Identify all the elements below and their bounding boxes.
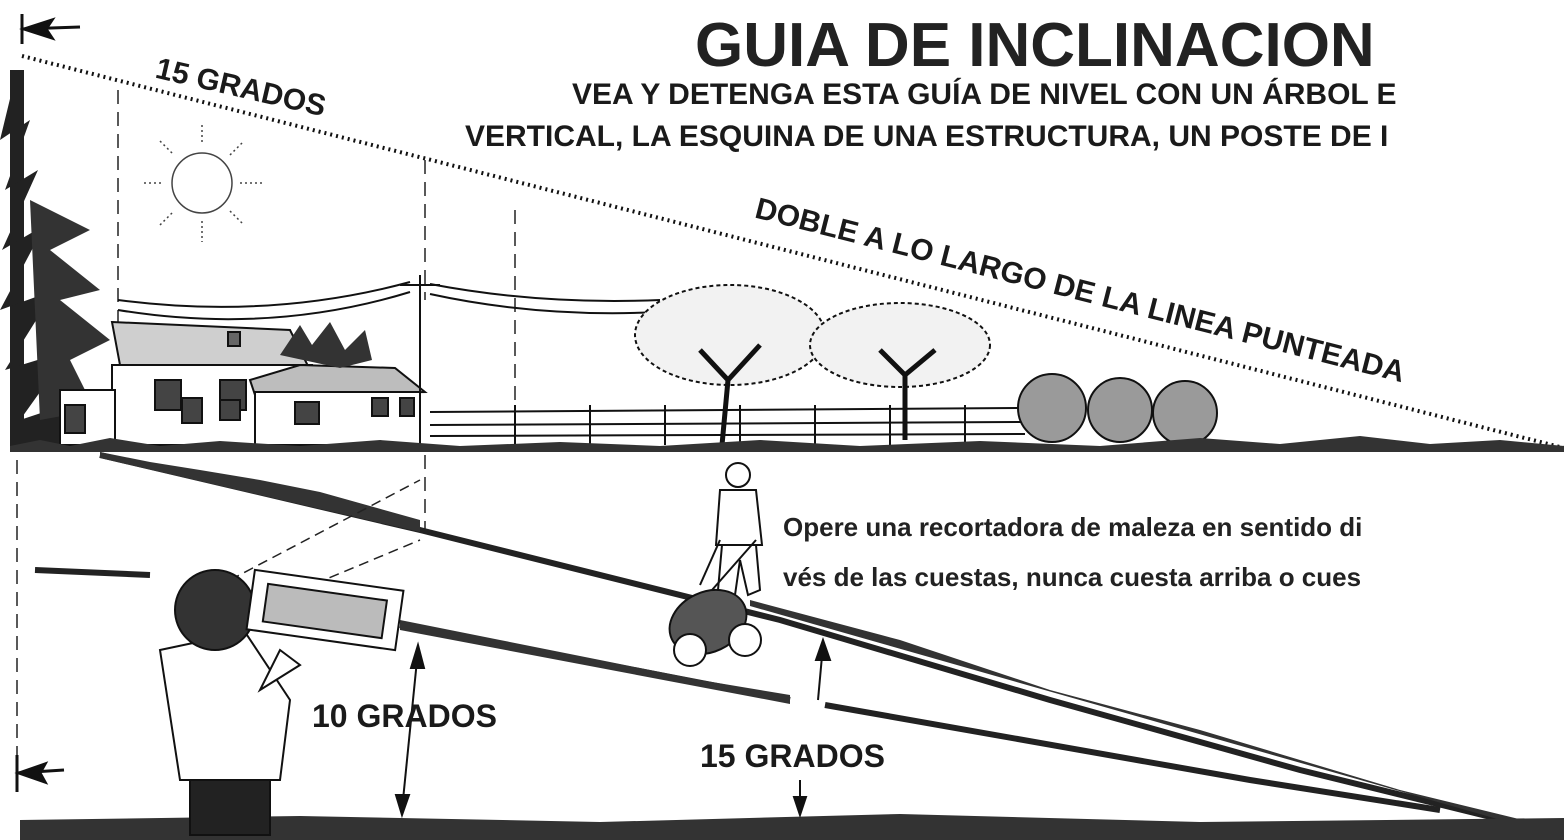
slope-10-label: 10 GRADOS [312, 698, 497, 734]
person-with-guide [158, 568, 405, 836]
slope-15-label: 15 GRADOS [700, 738, 885, 774]
operate-instruction-line-1: Opere una recortadora de maleza en senti… [783, 512, 1363, 542]
degree-arrows [394, 636, 832, 819]
sun-icon [144, 125, 262, 242]
slope-grass [20, 452, 1564, 840]
operate-instruction-line-2: vés de las cuestas, nunca cuesta arriba … [783, 562, 1362, 592]
top-left-arrow [19, 14, 81, 44]
background-trees [280, 322, 372, 368]
bottom-left-arrow [14, 755, 65, 792]
utility-pole [117, 275, 661, 445]
vertical-guides [16, 90, 516, 760]
house [59, 320, 428, 446]
horizon-grass [10, 436, 1564, 452]
subtitle-line-1: VEA Y DETENGA ESTA GUÍA DE NIVEL CON UN … [572, 78, 1397, 111]
orchard-trees [634, 284, 991, 446]
subtitle-line-2: VERTICAL, LA ESQUINA DE UNA ESTRUCTURA, … [465, 120, 1389, 153]
bushes [1017, 373, 1218, 446]
page-title: GUIA DE INCLINACION [695, 11, 1375, 80]
dotted-fold-line [21, 54, 1564, 450]
mower-operator [668, 462, 764, 667]
